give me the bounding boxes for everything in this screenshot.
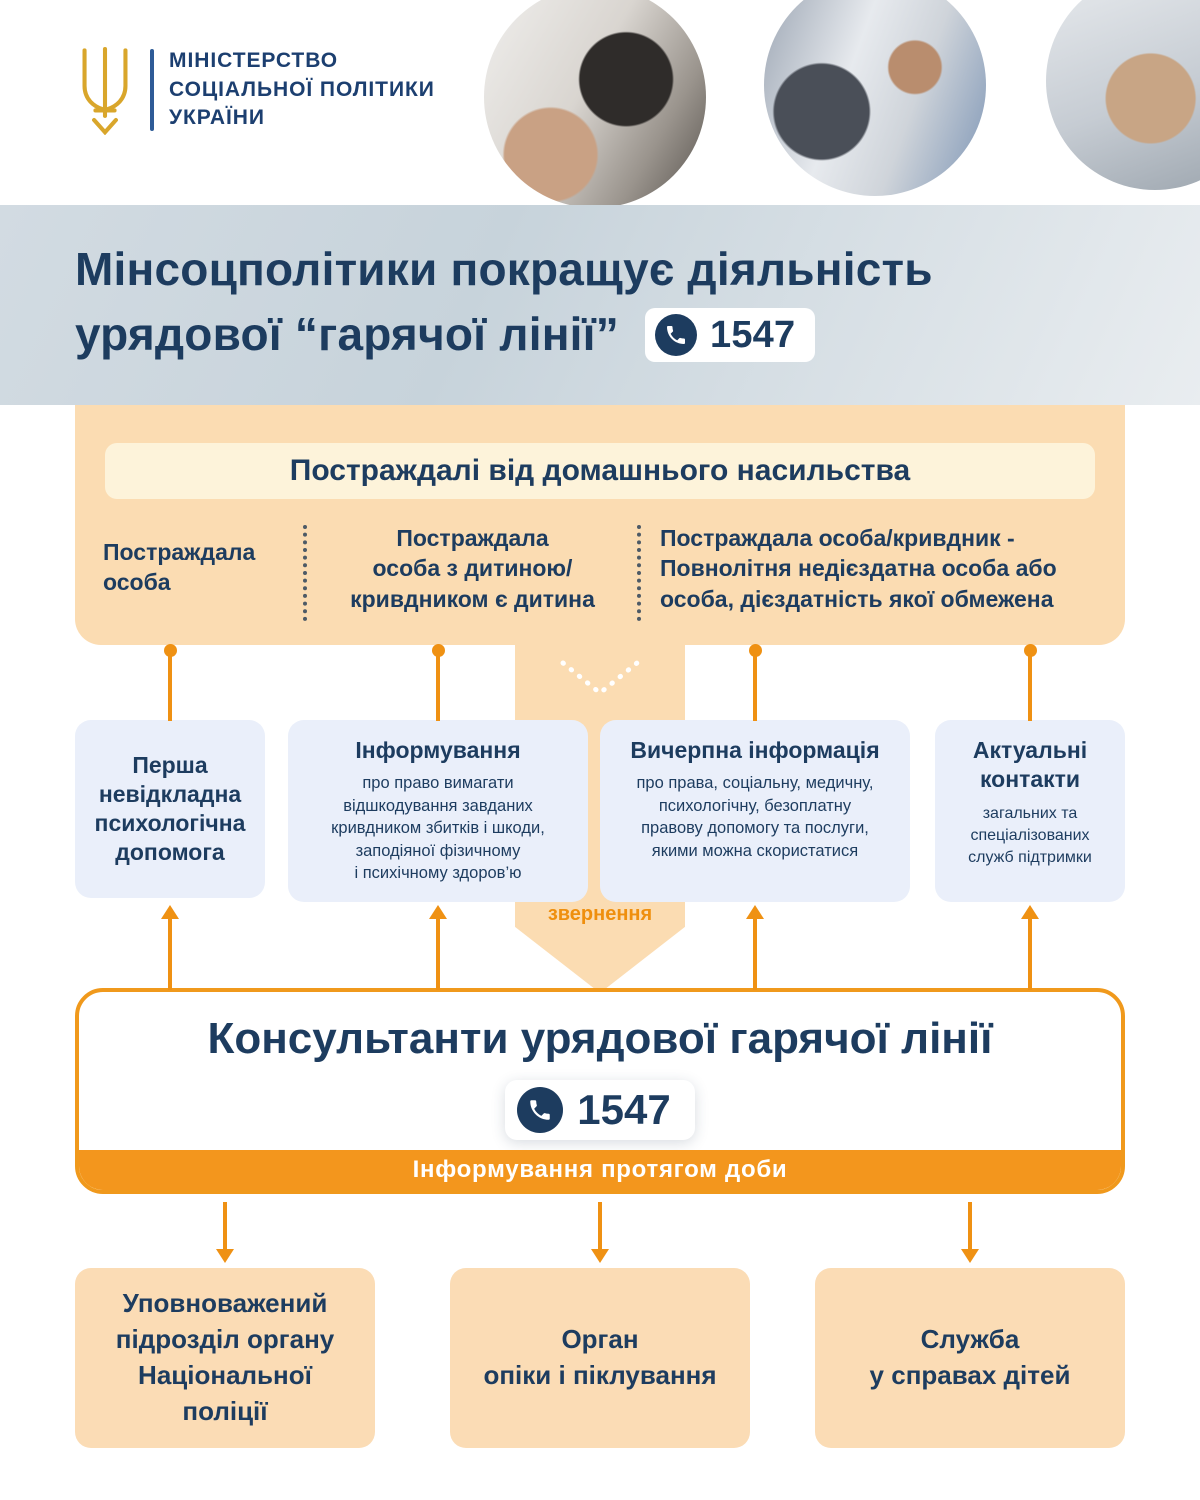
header: МІНІСТЕРСТВО СОЦІАЛЬНОЇ ПОЛІТИКИ УКРАЇНИ: [0, 0, 1200, 208]
dotted-divider: [303, 525, 307, 621]
flow-arrow-label: звернення: [547, 903, 653, 925]
card-informing: Інформування про право вимагати відшкоду…: [288, 720, 588, 902]
card-title: Інформування: [355, 737, 521, 763]
title-band: Мінсоцполітики покращує діяльність урядо…: [0, 205, 1200, 405]
title-line-1: Мінсоцполітики покращує діяльність: [75, 243, 933, 295]
card-comprehensive-info: Вичерпна інформація про права, соціальну…: [600, 720, 910, 902]
photo-hands-dialing-phone: [484, 0, 706, 208]
victim-category-2: Постраждала особа з дитиною/ кривдником …: [350, 525, 595, 612]
hotline-number: 1547: [577, 1086, 671, 1133]
arrow-down: [591, 1202, 609, 1263]
card-body: загальних та спеціалізованих служб підтр…: [968, 805, 1092, 866]
logo-divider: [150, 49, 154, 131]
victim-category-3: Постраждала особа/кривдник - Повнолітня …: [660, 525, 1057, 612]
ministry-logo: МІНІСТЕРСТВО СОЦІАЛЬНОЇ ПОЛІТИКИ УКРАЇНИ: [75, 45, 435, 135]
card-title: Актуальні контакти: [972, 737, 1088, 793]
ministry-name: МІНІСТЕРСТВО СОЦІАЛЬНОЇ ПОЛІТИКИ УКРАЇНИ: [169, 49, 435, 130]
connector-line: [748, 644, 762, 721]
connector-line: [1023, 644, 1037, 721]
dotted-divider: [637, 525, 641, 621]
hotline-badge-large: 1547: [505, 1080, 695, 1140]
consultants-title: Консультанти урядової гарячої лінії: [207, 1014, 993, 1063]
photo-hands-stacked: [1046, 0, 1200, 190]
consultants-box: Консультанти урядової гарячої лінії 1547…: [75, 988, 1125, 1194]
phone-icon: [655, 313, 697, 356]
victims-section: Постраждалі від домашнього насильства По…: [75, 405, 1125, 645]
card-title: Вичерпна інформація: [630, 737, 880, 763]
hotline-badge: 1547: [645, 307, 816, 362]
card-title: Перша невідкладна психологічна допомога: [94, 751, 246, 866]
chevron-down-icon: [560, 660, 640, 697]
title-line-2: урядової “гарячої лінії”: [75, 308, 619, 361]
page-title: Мінсоцполітики покращує діяльність урядо…: [75, 237, 933, 368]
card-current-contacts: Актуальні контакти загальних та спеціалі…: [935, 720, 1125, 902]
arrow-down: [961, 1202, 979, 1263]
phone-icon: [517, 1087, 564, 1133]
agency-children-service: Служба у справах дітей: [815, 1268, 1125, 1448]
card-body: про права, соціальну, медичну, психологі…: [636, 774, 874, 860]
agency-national-police: Уповноважений підрозділ органу Національ…: [75, 1268, 375, 1448]
hotline-24h-banner: Інформування протягом доби: [79, 1150, 1121, 1190]
hotline-number: 1547: [710, 313, 796, 356]
connector-dot: [431, 644, 445, 657]
arrow-up: [746, 905, 764, 990]
victim-category-1: Постраждала особа: [103, 539, 256, 596]
card-body: про право вимагати відшкодування завдани…: [331, 774, 545, 882]
photo-call-center-operators: [764, 0, 986, 196]
arrow-down: [216, 1202, 234, 1263]
arrow-up: [429, 905, 447, 990]
arrow-up: [161, 905, 179, 990]
victims-header: Постраждалі від домашнього насильства: [105, 443, 1095, 499]
agency-guardianship-body: Орган опіки і піклування: [450, 1268, 750, 1448]
connector-line: [163, 644, 177, 721]
connector-dot: [163, 644, 177, 657]
connector-dot: [748, 644, 762, 657]
card-psychological-help: Перша невідкладна психологічна допомога: [75, 720, 265, 898]
connector-dot: [1023, 644, 1037, 657]
arrow-up: [1021, 905, 1039, 990]
connector-line: [431, 644, 445, 721]
trident-icon: [82, 47, 128, 135]
